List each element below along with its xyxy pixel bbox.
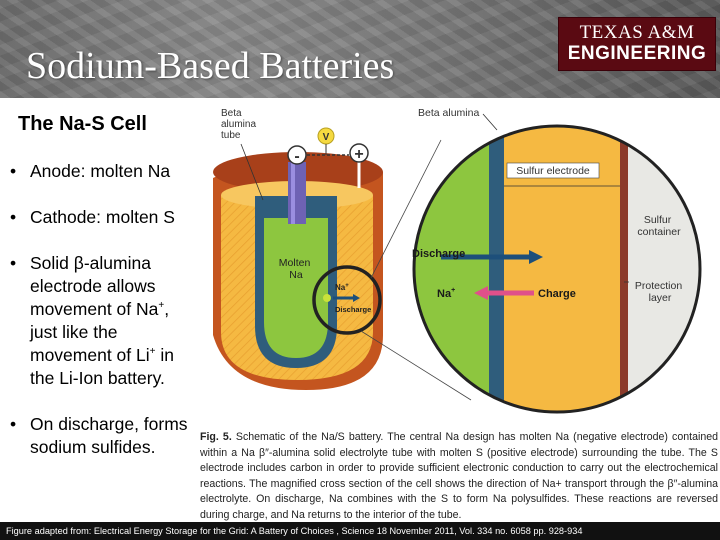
beta-alumina-layer — [489, 126, 504, 412]
negative-terminal-icon — [287, 145, 307, 165]
bullet-cathode: • Cathode: molten S — [8, 206, 200, 229]
sulfur-electrode-box — [506, 162, 600, 179]
logo-text-bottom: ENGINEERING — [567, 43, 707, 64]
zoom-line-top — [370, 139, 442, 279]
bullet-dot-icon: • — [10, 207, 17, 227]
label-molten-na: Molten Na — [279, 257, 313, 281]
leader-beta-tube — [240, 143, 264, 201]
anode-collector-highlight — [291, 162, 295, 224]
charge-arrowhead — [474, 286, 488, 300]
voltmeter-label: V — [323, 132, 330, 143]
small-discharge-label: Discharge — [335, 305, 371, 314]
magnifier-ring — [312, 265, 382, 335]
small-na-ion-icon — [323, 294, 331, 302]
label-na-ion: Na+ — [437, 287, 455, 300]
superscript-plus: + — [149, 346, 156, 358]
label-protection-layer: Protection layer — [635, 280, 685, 304]
figure-caption: Fig. 5. Schematic of the Na/S battery. T… — [200, 430, 718, 523]
positive-terminal-icon — [349, 143, 369, 163]
label-charge: Charge — [538, 288, 576, 300]
bullet-dot-icon: • — [10, 414, 17, 434]
protection-layer — [620, 126, 628, 412]
bullet-text: On discharge, forms sodium sulfides. — [30, 414, 188, 457]
small-discharge-arrowhead — [353, 294, 360, 302]
label-sulfur-container: Sulfur container — [637, 214, 681, 238]
slide-subtitle: The Na-S Cell — [18, 113, 147, 135]
magnified-outline — [412, 124, 702, 414]
texas-am-engineering-logo: TEXAS A&M ENGINEERING — [558, 17, 716, 71]
label-sulfur-electrode: Sulfur electrode — [516, 165, 590, 177]
caption-label: Fig. 5. — [200, 431, 232, 443]
logo-text-top: TEXAS A&M — [579, 22, 695, 43]
zoom-line-bottom — [360, 330, 472, 401]
caption-text: Schematic of the Na/S battery. The centr… — [200, 431, 718, 521]
nas-cell-diagram: - + V Beta alumina tube Molten Na Na+ Di… — [213, 107, 702, 414]
bullet-text: Solid β-alumina electrode allows movemen… — [30, 253, 159, 319]
label-beta-alumina-tube: Beta alumina tube — [221, 108, 259, 141]
title-banner: Sodium-Based Batteries TEXAS A&M ENGINEE… — [0, 0, 720, 98]
bullet-text: in the Li-Ion battery. — [30, 345, 174, 388]
discharge-arrowhead — [529, 250, 543, 264]
bullet-text: Anode: molten Na — [30, 161, 171, 181]
container-layer — [628, 126, 700, 412]
sodium-region — [264, 218, 328, 358]
bullet-text: Cathode: molten S — [30, 207, 175, 227]
bullet-beta-alumina: • Solid β-alumina electrode allows moveme… — [8, 252, 200, 390]
bullet-dot-icon: • — [10, 253, 17, 273]
anode-current-collector — [288, 162, 306, 224]
small-na-label: Na+ — [335, 283, 349, 292]
label-discharge: Discharge — [412, 248, 465, 260]
leader-beta-alumina — [482, 113, 498, 131]
bullet-dot-icon: • — [10, 161, 17, 181]
negative-terminal-label: - — [294, 148, 299, 165]
bullet-list: • Anode: molten Na • Cathode: molten S • So… — [8, 160, 200, 482]
source-footer: Figure adapted from: Electrical Energy S… — [0, 522, 720, 540]
slide-title: Sodium-Based Batteries — [26, 45, 395, 87]
bullet-anode: • Anode: molten Na — [8, 160, 200, 183]
bullet-text: , just like the movement of Li — [30, 299, 170, 365]
label-beta-alumina: Beta alumina — [418, 107, 479, 119]
bullet-discharge: • On discharge, forms sodium sulfides. — [8, 413, 200, 459]
positive-terminal-label: + — [354, 146, 363, 163]
superscript-plus: + — [158, 300, 165, 312]
